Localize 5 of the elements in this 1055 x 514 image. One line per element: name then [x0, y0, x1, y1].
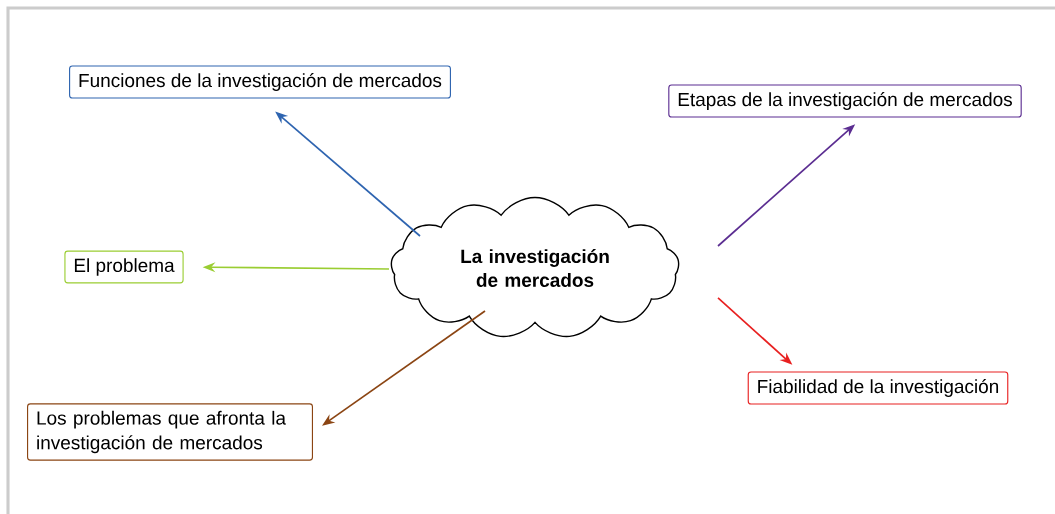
topic-box: El problema	[64, 250, 184, 284]
topic-box: Funciones de la investigación de mercados	[69, 65, 451, 99]
topic-box: Etapas de la investigación de mercados	[668, 84, 1022, 118]
topic-box: Los problemas que afronta la investigación de mercados	[27, 403, 313, 461]
topic-box: Fiabilidad de la investigación	[747, 371, 1009, 405]
